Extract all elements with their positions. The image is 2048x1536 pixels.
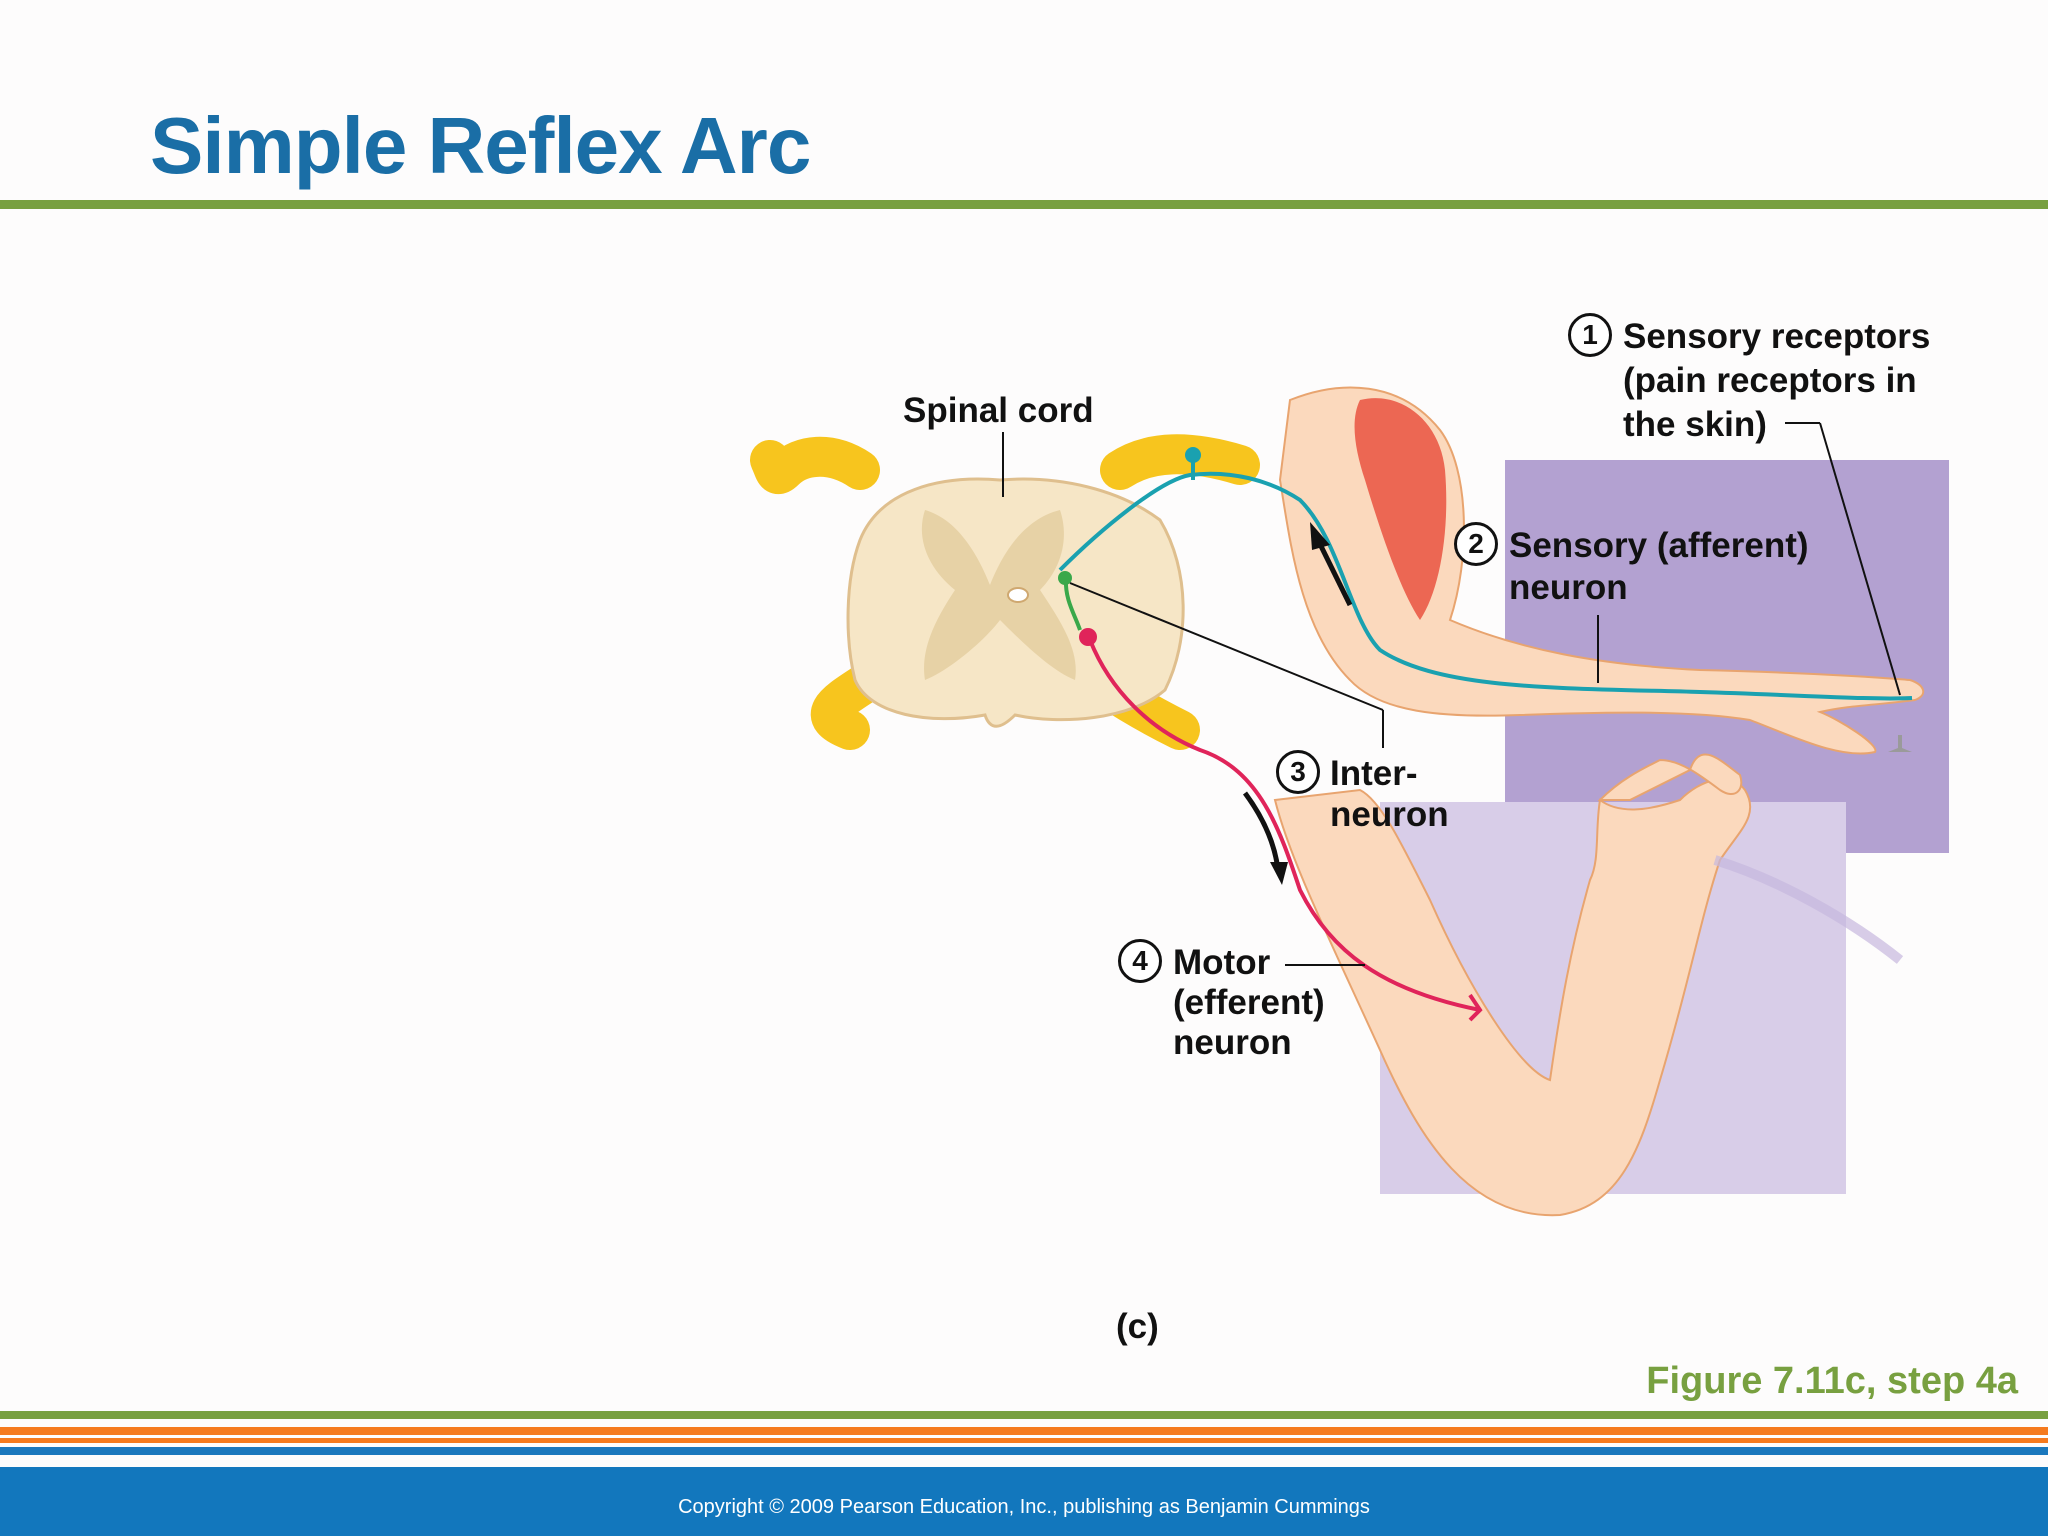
step-3-marker: 3 xyxy=(1276,750,1320,794)
label-spinal-cord: Spinal cord xyxy=(903,391,1094,430)
footer-bar xyxy=(0,1467,2048,1536)
lower-arm xyxy=(1273,778,1752,1217)
label-step2-line1: Sensory (afferent) xyxy=(1509,526,1809,565)
copyright-text: Copyright © 2009 Pearson Education, Inc.… xyxy=(678,1496,1370,1518)
label-step4-line1: Motor xyxy=(1173,943,1271,982)
footer-rule-orange-thin xyxy=(0,1438,2048,1443)
sensory-arrow xyxy=(1315,538,1353,607)
lower-hand xyxy=(1597,753,1743,801)
footer-rule-green xyxy=(0,1411,2048,1419)
label-step1-line3: the skin) xyxy=(1623,405,1767,444)
motor-terminal xyxy=(1468,993,1483,1022)
footer-rule-blue xyxy=(0,1447,2048,1455)
step-2-marker: 2 xyxy=(1454,522,1498,566)
panel-label: (c) xyxy=(1116,1307,1159,1346)
figure-reference: Figure 7.11c, step 4a xyxy=(1646,1360,2018,1402)
motor-cell-body xyxy=(1079,628,1097,646)
motion-blur xyxy=(1713,855,1904,964)
label-step3-line1: Inter- xyxy=(1330,754,1418,793)
muscle xyxy=(1354,398,1447,620)
central-canal xyxy=(1007,587,1029,603)
nerve-root-left-top xyxy=(750,436,880,494)
interneuron-cell-body xyxy=(1058,571,1072,585)
thumbtack-icon xyxy=(1888,735,1912,752)
label-step4-line2: (efferent) xyxy=(1173,983,1325,1022)
nerve-root-right-top xyxy=(1100,434,1260,490)
label-step2-line2: neuron xyxy=(1509,568,1628,607)
title-divider xyxy=(0,200,2048,209)
label-step3-line2: neuron xyxy=(1330,795,1449,834)
footer-rule-orange xyxy=(0,1427,2048,1435)
spinal-cord-grey-matter xyxy=(921,510,1076,680)
step-4-marker: 4 xyxy=(1118,939,1162,983)
label-step4-line3: neuron xyxy=(1173,1023,1292,1062)
step-1-marker: 1 xyxy=(1568,313,1612,357)
label-step1-line2: (pain receptors in xyxy=(1623,361,1917,400)
motor-neuron xyxy=(1088,639,1481,1012)
sensory-neuron xyxy=(1058,471,1913,701)
slide-title: Simple Reflex Arc xyxy=(150,101,811,190)
motor-arrow xyxy=(1242,791,1281,871)
label-step1-line1: Sensory receptors xyxy=(1623,317,1931,356)
